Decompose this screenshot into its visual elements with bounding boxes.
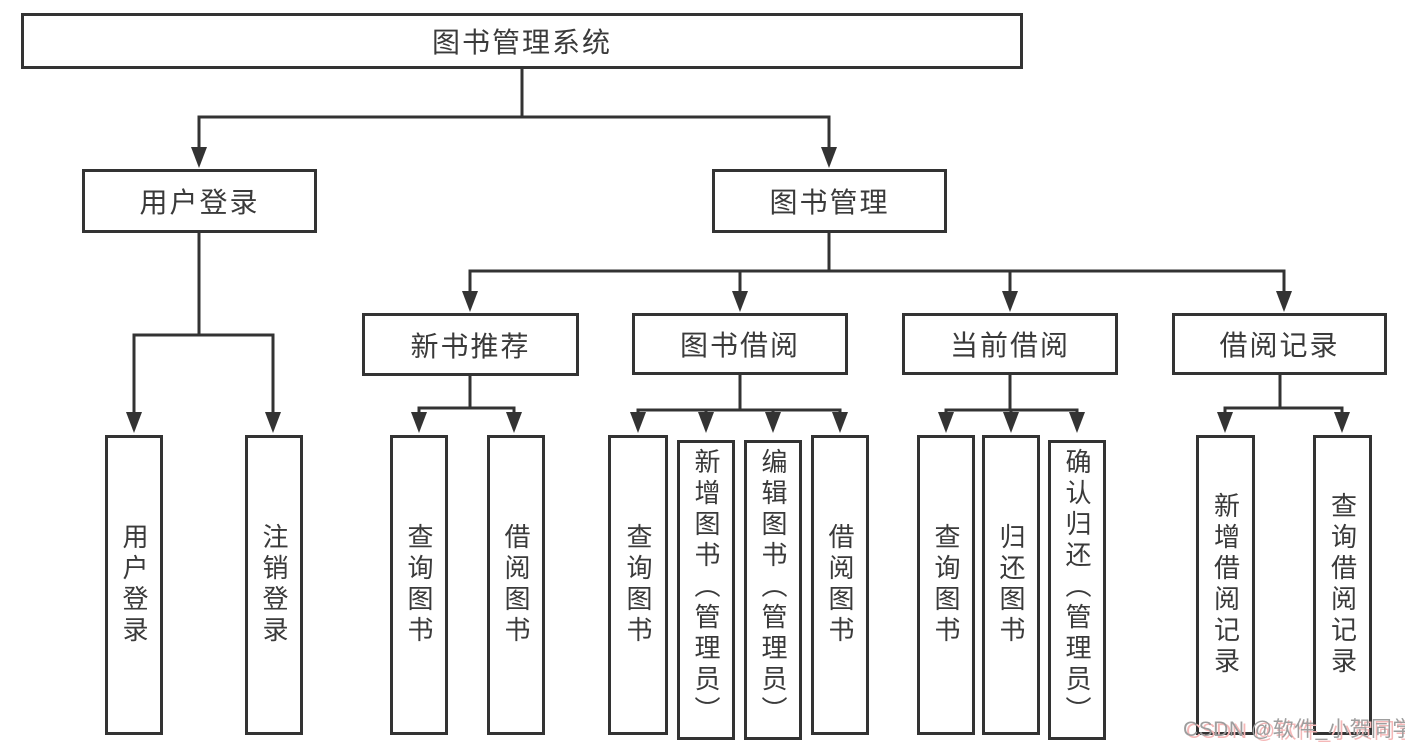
node-user-login: 用户登录 [82, 169, 317, 233]
leaf-query-books-borrowing-label: 查询图书 [623, 523, 653, 647]
leaf-borrow-books-recommend-label: 借阅图书 [501, 523, 531, 647]
node-book-borrowing: 图书借阅 [632, 313, 848, 375]
leaf-confirm-return-admin: 确认归还（管理员） [1048, 440, 1106, 740]
leaf-query-borrow-record: 查询借阅记录 [1313, 435, 1372, 735]
leaf-user-login-label: 用户登录 [119, 523, 149, 647]
leaf-edit-books-admin-label: 编辑图书（管理员） [758, 448, 788, 727]
leaf-add-books-admin: 新增图书（管理员） [677, 440, 735, 740]
leaf-query-books-recommend-label: 查询图书 [404, 523, 434, 647]
leaf-confirm-return-admin-label: 确认归还（管理员） [1062, 448, 1092, 727]
leaf-user-login: 用户登录 [105, 435, 163, 735]
node-book-borrowing-label: 图书借阅 [679, 330, 800, 361]
leaf-query-borrow-record-label: 查询借阅记录 [1327, 492, 1358, 678]
node-borrow-records: 借阅记录 [1172, 313, 1387, 375]
leaf-return-books: 归还图书 [982, 435, 1040, 735]
node-borrow-records-label: 借阅记录 [1219, 330, 1340, 361]
leaf-borrow-books-label: 借阅图书 [825, 523, 855, 647]
node-book-management: 图书管理 [712, 169, 947, 233]
leaf-edit-books-admin: 编辑图书（管理员） [744, 440, 802, 740]
node-book-management-label: 图书管理 [769, 187, 890, 218]
leaf-borrow-books: 借阅图书 [811, 435, 869, 735]
leaf-add-borrow-record: 新增借阅记录 [1196, 435, 1255, 735]
node-current-borrowing: 当前借阅 [902, 313, 1118, 375]
leaf-add-books-admin-label: 新增图书（管理员） [691, 448, 721, 727]
leaf-query-books-recommend: 查询图书 [390, 435, 448, 735]
leaf-query-books-current-label: 查询图书 [931, 523, 961, 647]
node-library-system-label: 图书管理系统 [431, 27, 612, 58]
arrowheads [126, 147, 1350, 433]
node-new-book-recommend-label: 新书推荐 [410, 330, 531, 362]
node-current-borrowing-label: 当前借阅 [949, 330, 1070, 361]
csdn-watermark: CSDN @软件_小贺同学 [1183, 718, 1405, 741]
leaf-add-borrow-record-label: 新增借阅记录 [1210, 492, 1241, 678]
leaf-logout-label: 注销登录 [259, 523, 289, 647]
leaf-return-books-label: 归还图书 [996, 523, 1026, 647]
leaf-query-books-borrowing: 查询图书 [608, 435, 668, 735]
node-library-system: 图书管理系统 [21, 13, 1023, 69]
node-new-book-recommend: 新书推荐 [362, 313, 579, 376]
leaf-query-books-current: 查询图书 [917, 435, 975, 735]
leaf-borrow-books-recommend: 借阅图书 [487, 435, 545, 735]
node-user-login-label: 用户登录 [139, 187, 260, 218]
leaf-logout: 注销登录 [245, 435, 303, 735]
